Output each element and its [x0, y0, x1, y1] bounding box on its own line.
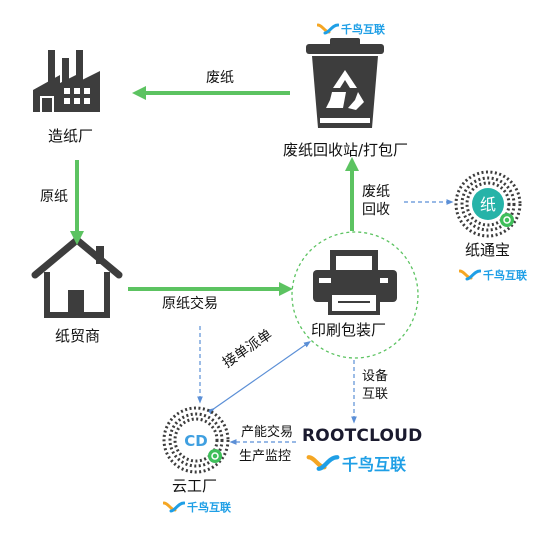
- recycle-station-label: 废纸回收站/打包厂: [283, 141, 409, 159]
- edge-capacity-trade-label: 产能交易: [241, 425, 294, 440]
- qianniao-mark-icon: [459, 269, 481, 281]
- edge-raw-paper-label: 原纸: [40, 189, 68, 205]
- paper-mill-label: 造纸厂: [48, 127, 94, 145]
- zhitongbao-qr-char: 纸: [480, 195, 496, 214]
- edge-raw-trade-label: 原纸交易: [162, 296, 218, 312]
- cloud-qr-char: CD: [184, 432, 207, 450]
- printing-factory-circle: [291, 231, 419, 359]
- qianniao-logo-top: 千鸟互联: [317, 21, 385, 37]
- qianniao-name: 千鸟互联: [483, 269, 527, 282]
- qianniao-mark-icon: [306, 455, 340, 471]
- edge-device-iot-label: 设备互联: [362, 369, 389, 402]
- factory-icon: [33, 50, 100, 112]
- house-icon: [31, 236, 123, 318]
- qianniao-name: 千鸟互联: [187, 501, 231, 514]
- recycle-bin-icon: [306, 38, 384, 128]
- zhitongbao-label: 纸通宝: [465, 241, 511, 259]
- qianniao-name: 千鸟互联: [342, 455, 407, 474]
- edge-production-monitor-label: 生产监控: [239, 449, 292, 464]
- qianniao-mark-icon: [317, 23, 339, 35]
- cloud-factory-label: 云工厂: [172, 477, 218, 495]
- paper-trader-label: 纸贸商: [55, 327, 101, 345]
- qianniao-logo-cloud: 千鸟互联: [163, 499, 231, 515]
- qianniao-logo-zhitongbao: 千鸟互联: [459, 267, 527, 283]
- printer-icon: [313, 250, 397, 315]
- qianniao-logo-large: 千鸟互联: [306, 451, 406, 475]
- edge-waste-paper-label: 废纸: [206, 70, 234, 86]
- qianniao-mark-icon: [163, 501, 185, 513]
- cloud-factory-qr-icon: CD: [160, 404, 232, 476]
- arrow-cloud-to-printing: [207, 340, 311, 415]
- qianniao-name: 千鸟互联: [341, 23, 385, 36]
- zhitongbao-qr-icon: 纸: [452, 168, 524, 240]
- printing-factory-label: 印刷包装厂: [311, 321, 387, 339]
- edge-waste-recycle-label: 废纸回收: [362, 184, 390, 218]
- rootcloud-logo: ROOTCLOUD: [302, 426, 423, 446]
